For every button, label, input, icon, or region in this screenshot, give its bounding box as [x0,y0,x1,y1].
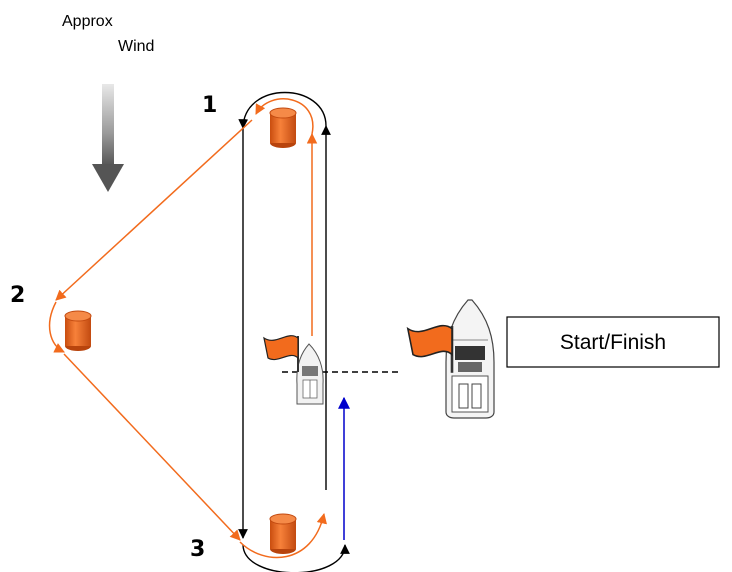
black-course-line [238,91,350,572]
buoy-icon-mark-3 [269,513,297,555]
buoy-icon-mark-2 [64,310,92,352]
wind-label-line1: Approx [62,13,113,30]
flag-icon-large [406,324,454,375]
mark-number-3: 3 [190,537,205,562]
buoy-icon-mark-1 [269,107,297,149]
wind-arrow-icon [92,84,124,192]
boat-icon-small [296,343,324,405]
mark-number-2: 2 [10,283,25,308]
wind-label-line2: Wind [118,38,154,55]
mark-number-1: 1 [202,93,217,118]
start-finish-box [506,316,720,368]
orange-course-line [48,98,327,559]
start-finish-label: Start/Finish [560,331,666,354]
flag-icon-small [263,334,299,373]
